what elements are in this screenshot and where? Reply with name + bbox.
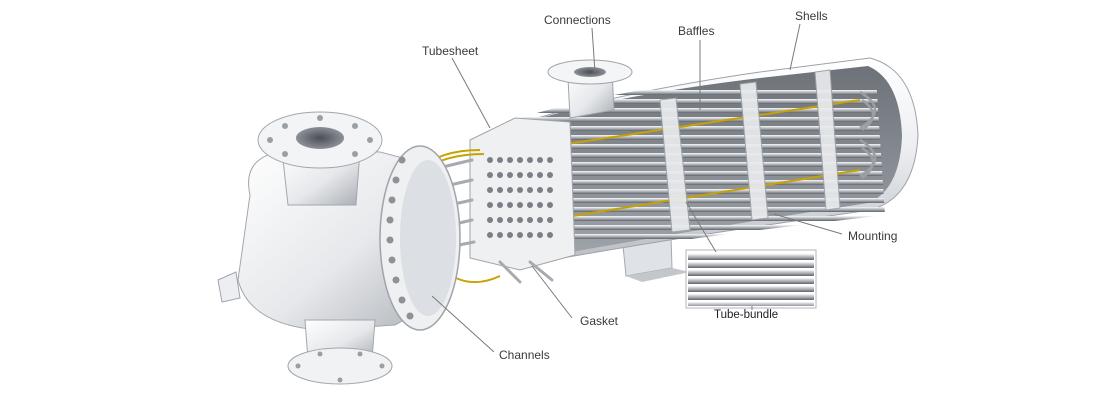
baffles: [659, 69, 841, 233]
channel-top-nozzle: [257, 111, 383, 206]
tube-bundle-inset: [685, 249, 817, 309]
leader-lines: [431, 23, 843, 353]
u-bend-tubes: [859, 90, 877, 180]
label-tube-bundle: Tube-bundle: [714, 309, 779, 321]
label-connections: Connections: [544, 13, 611, 27]
label-gasket: Gasket: [580, 314, 619, 328]
label-channels: Channels: [499, 348, 550, 362]
label-mounting: Mounting: [848, 229, 898, 243]
label-baffles: Baffles: [678, 24, 715, 38]
top-nozzle: [547, 59, 633, 119]
label-shells: Shells: [795, 9, 828, 23]
channel-bottom-nozzle: [287, 319, 393, 385]
tube-bundle-cutaway: [520, 90, 885, 239]
label-tubesheet: Tubesheet: [422, 44, 479, 58]
